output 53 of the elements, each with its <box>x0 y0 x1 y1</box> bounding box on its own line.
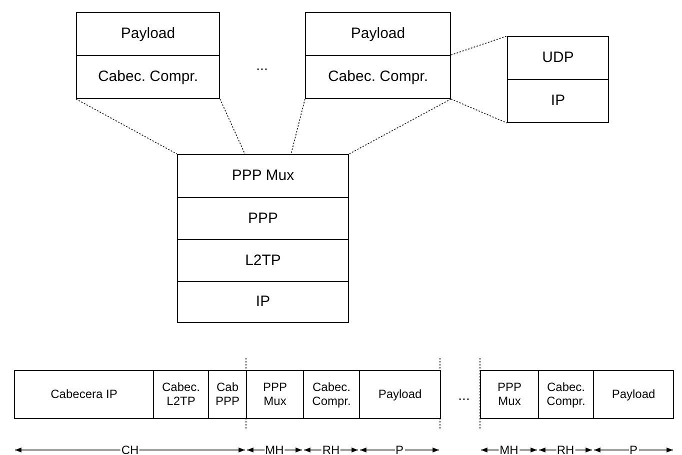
cell-text: Cabecera IP <box>50 388 118 402</box>
cell-text: Payload <box>612 388 656 402</box>
cell-text: IP <box>256 293 270 311</box>
ellipsis: ... <box>458 387 470 403</box>
layer-cell <box>480 370 539 419</box>
cell-text: UDP <box>542 49 574 67</box>
layer-cell <box>76 12 220 56</box>
cell-text: Payload <box>378 388 422 402</box>
cell-text: Cabec. Compr. <box>328 68 428 86</box>
cell-text: Cabec. Compr. <box>311 380 352 408</box>
cell-text: Cabec. L2TP <box>160 380 202 408</box>
layer-cell <box>246 370 304 419</box>
dotted-line <box>450 98 508 124</box>
dimension-label: MH <box>498 444 520 455</box>
cell-text: Payload <box>120 25 176 43</box>
layer-cell <box>538 370 594 419</box>
layer-cell <box>177 154 349 198</box>
layer-cell <box>177 239 349 282</box>
layer-cell <box>359 370 441 419</box>
layer-cell <box>76 55 220 99</box>
layer-cell <box>303 370 360 419</box>
layer-cell <box>305 12 451 56</box>
dimension-label: CH <box>120 444 140 455</box>
layer-cell <box>305 55 451 99</box>
cell-text: Cabec. Compr. <box>98 68 198 86</box>
layer-cell <box>507 79 609 123</box>
layer-cell <box>177 197 349 240</box>
layer-cell <box>593 370 674 419</box>
dotted-line <box>220 98 246 154</box>
dotted-line <box>290 98 306 154</box>
dimension-label: P <box>394 444 404 455</box>
dimension-label: MH <box>264 444 285 455</box>
cell-text: PPP Mux <box>496 380 522 408</box>
dotted-line <box>76 98 178 154</box>
dimension-label: P <box>628 444 638 455</box>
layer-cell <box>177 281 349 323</box>
layer-cell <box>507 36 609 80</box>
cell-text: Payload <box>350 25 406 43</box>
cell-text: L2TP <box>245 252 281 270</box>
dimension-label: RH <box>321 444 341 455</box>
layer-cell <box>153 370 209 419</box>
cell-text: Cabec. Compr. <box>546 380 586 408</box>
ellipsis: ... <box>256 57 268 73</box>
dotted-line <box>450 36 508 56</box>
dimension-label: RH <box>556 444 576 455</box>
dotted-line <box>348 98 452 154</box>
cell-text: Cab PPP <box>215 380 240 408</box>
layer-cell <box>14 370 154 419</box>
cell-text: PPP Mux <box>262 380 288 408</box>
layer-cell <box>208 370 247 419</box>
cell-text: IP <box>550 92 566 110</box>
cell-text: PPP <box>248 210 278 228</box>
cell-text: PPP Mux <box>232 167 294 185</box>
